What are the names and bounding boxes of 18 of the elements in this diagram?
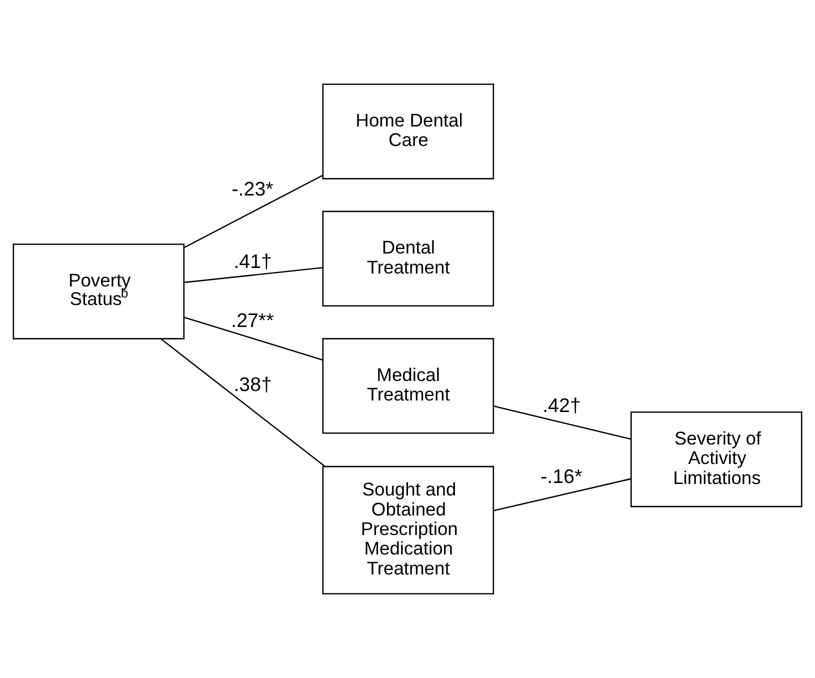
node-box: Severity of Activity Limitations — [630, 411, 802, 508]
connector — [494, 406, 632, 440]
connector — [184, 316, 323, 361]
edge-label: -.23* — [232, 178, 274, 201]
node-box: Sought and Obtained Prescription Medication Treatment — [322, 466, 494, 594]
edge-label: -.16* — [540, 466, 582, 488]
edge-label: .27** — [231, 310, 274, 332]
connector — [160, 338, 326, 468]
node-box: Home Dental Care — [322, 84, 494, 180]
connector — [494, 478, 632, 512]
node-box: Medical Treatment — [322, 338, 494, 434]
node-box: Dental Treatment — [322, 210, 494, 307]
edge-label: .42† — [542, 395, 581, 418]
edge-label: .38† — [234, 374, 272, 396]
edge-label: .41† — [234, 250, 272, 273]
connector — [184, 267, 323, 284]
connector — [184, 174, 324, 248]
node-box: Poverty Status$^{b}$ — [12, 244, 185, 340]
